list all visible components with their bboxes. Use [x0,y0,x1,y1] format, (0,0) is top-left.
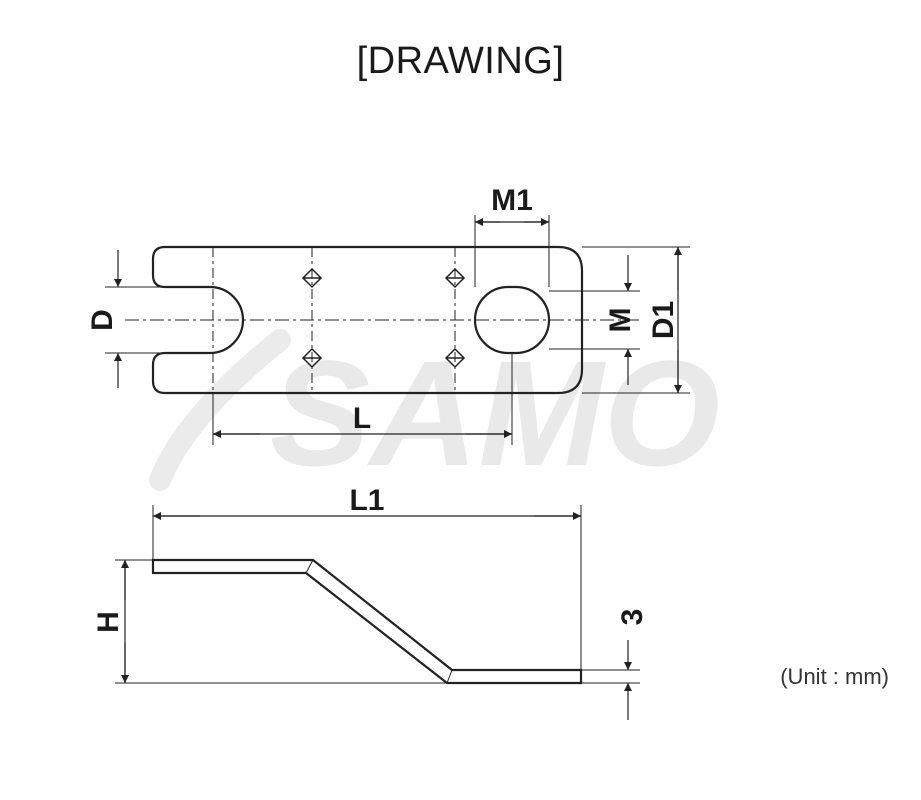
label-d1: D1 [647,301,680,339]
watermark-text: SAMO [270,329,720,497]
watermark: SAMO [149,329,720,497]
side-profile [151,558,583,685]
plate-outline [151,245,584,395]
top-view [105,215,690,445]
side-view [115,505,640,685]
label-m1: M1 [491,184,533,217]
label-l1: L1 [349,484,384,517]
label-h: H [92,611,125,633]
diamond-marks [301,267,466,369]
unit-note: (Unit : mm) [780,664,889,689]
extension-lines [115,505,640,684]
label-d: D [86,309,119,331]
label-l: L [353,402,371,435]
page-title: [DRAWING] [356,40,565,82]
label-thickness: 3 [616,609,649,626]
label-m: M [604,308,637,333]
